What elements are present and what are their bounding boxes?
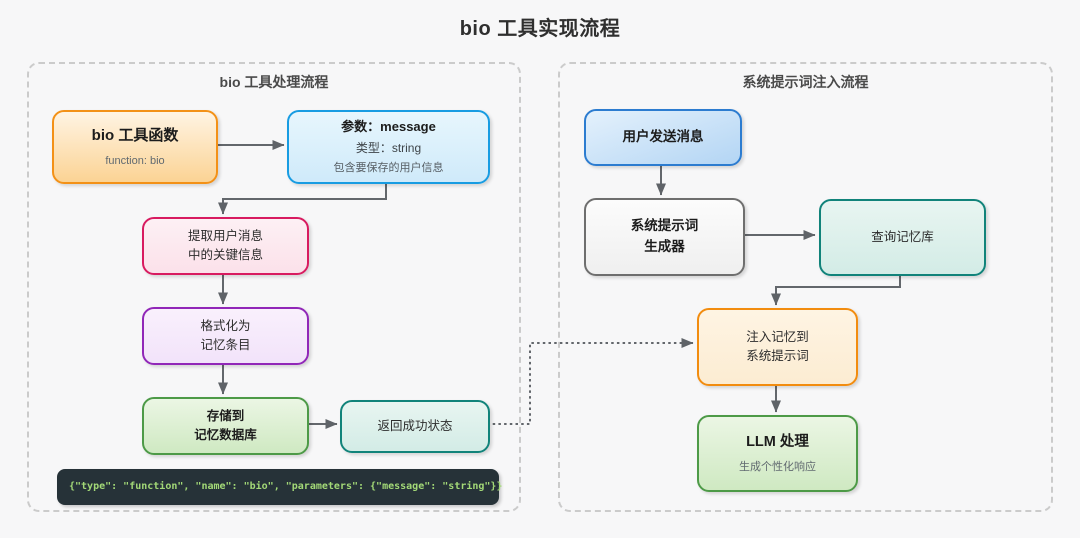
node-subtitle: function: bio [105, 154, 165, 167]
node-system-prompt-generator: 系统提示词 生成器 [584, 198, 745, 276]
node-line: 注入记忆到 [746, 329, 809, 344]
right-section-title: 系统提示词注入流程 [742, 74, 869, 90]
left-section-title: bio 工具处理流程 [219, 74, 329, 90]
node-return-success: 返回成功状态 [340, 400, 490, 453]
node-line: 中的关键信息 [187, 248, 263, 262]
node-query-memory-store: 查询记忆库 [819, 199, 986, 276]
node-line: 格式化为 [200, 318, 251, 333]
node-line: 记忆数据库 [194, 428, 257, 442]
node-line: 系统提示词 [746, 349, 809, 363]
node-line: 生成器 [644, 239, 685, 254]
node-line: 系统提示词 [630, 218, 699, 234]
node-title: LLM 处理 [746, 434, 809, 451]
node-line: 存储到 [206, 408, 245, 423]
node-subtitle: 生成个性化响应 [739, 460, 816, 473]
node-format-memory-entry: 格式化为 记忆条目 [142, 307, 309, 365]
node-bio-tool-function: bio 工具函数 function: bio [52, 110, 218, 184]
node-parameter-message: 参数：message 类型：string 包含要保存的用户信息 [287, 110, 490, 184]
node-title: bio 工具函数 [91, 127, 179, 145]
node-extract-key-info: 提取用户消息 中的关键信息 [142, 217, 309, 275]
node-title: 参数：message [341, 119, 436, 135]
section-prompt-injection: 系统提示词注入流程 [558, 62, 1053, 512]
node-line: 包含要保存的用户信息 [333, 161, 444, 174]
node-label: 返回成功状态 [377, 418, 453, 433]
section-bio-tool-process: bio 工具处理流程 [27, 62, 521, 512]
page-title: bio 工具实现流程 [459, 18, 621, 40]
node-label: 查询记忆库 [871, 229, 934, 244]
node-user-sends-message: 用户发送消息 [584, 109, 742, 166]
code-snippet: {"type": "function", "name": "bio", "par… [57, 469, 502, 505]
node-label: 用户发送消息 [622, 129, 704, 145]
node-inject-memory-to-prompt: 注入记忆到 系统提示词 [697, 308, 858, 386]
node-llm-processing: LLM 处理 生成个性化响应 [697, 415, 858, 492]
node-line: 类型：string [355, 141, 422, 156]
node-line: 提取用户消息 [187, 228, 263, 243]
node-line: 记忆条目 [200, 338, 251, 352]
node-store-memory-db: 存储到 记忆数据库 [142, 397, 309, 455]
